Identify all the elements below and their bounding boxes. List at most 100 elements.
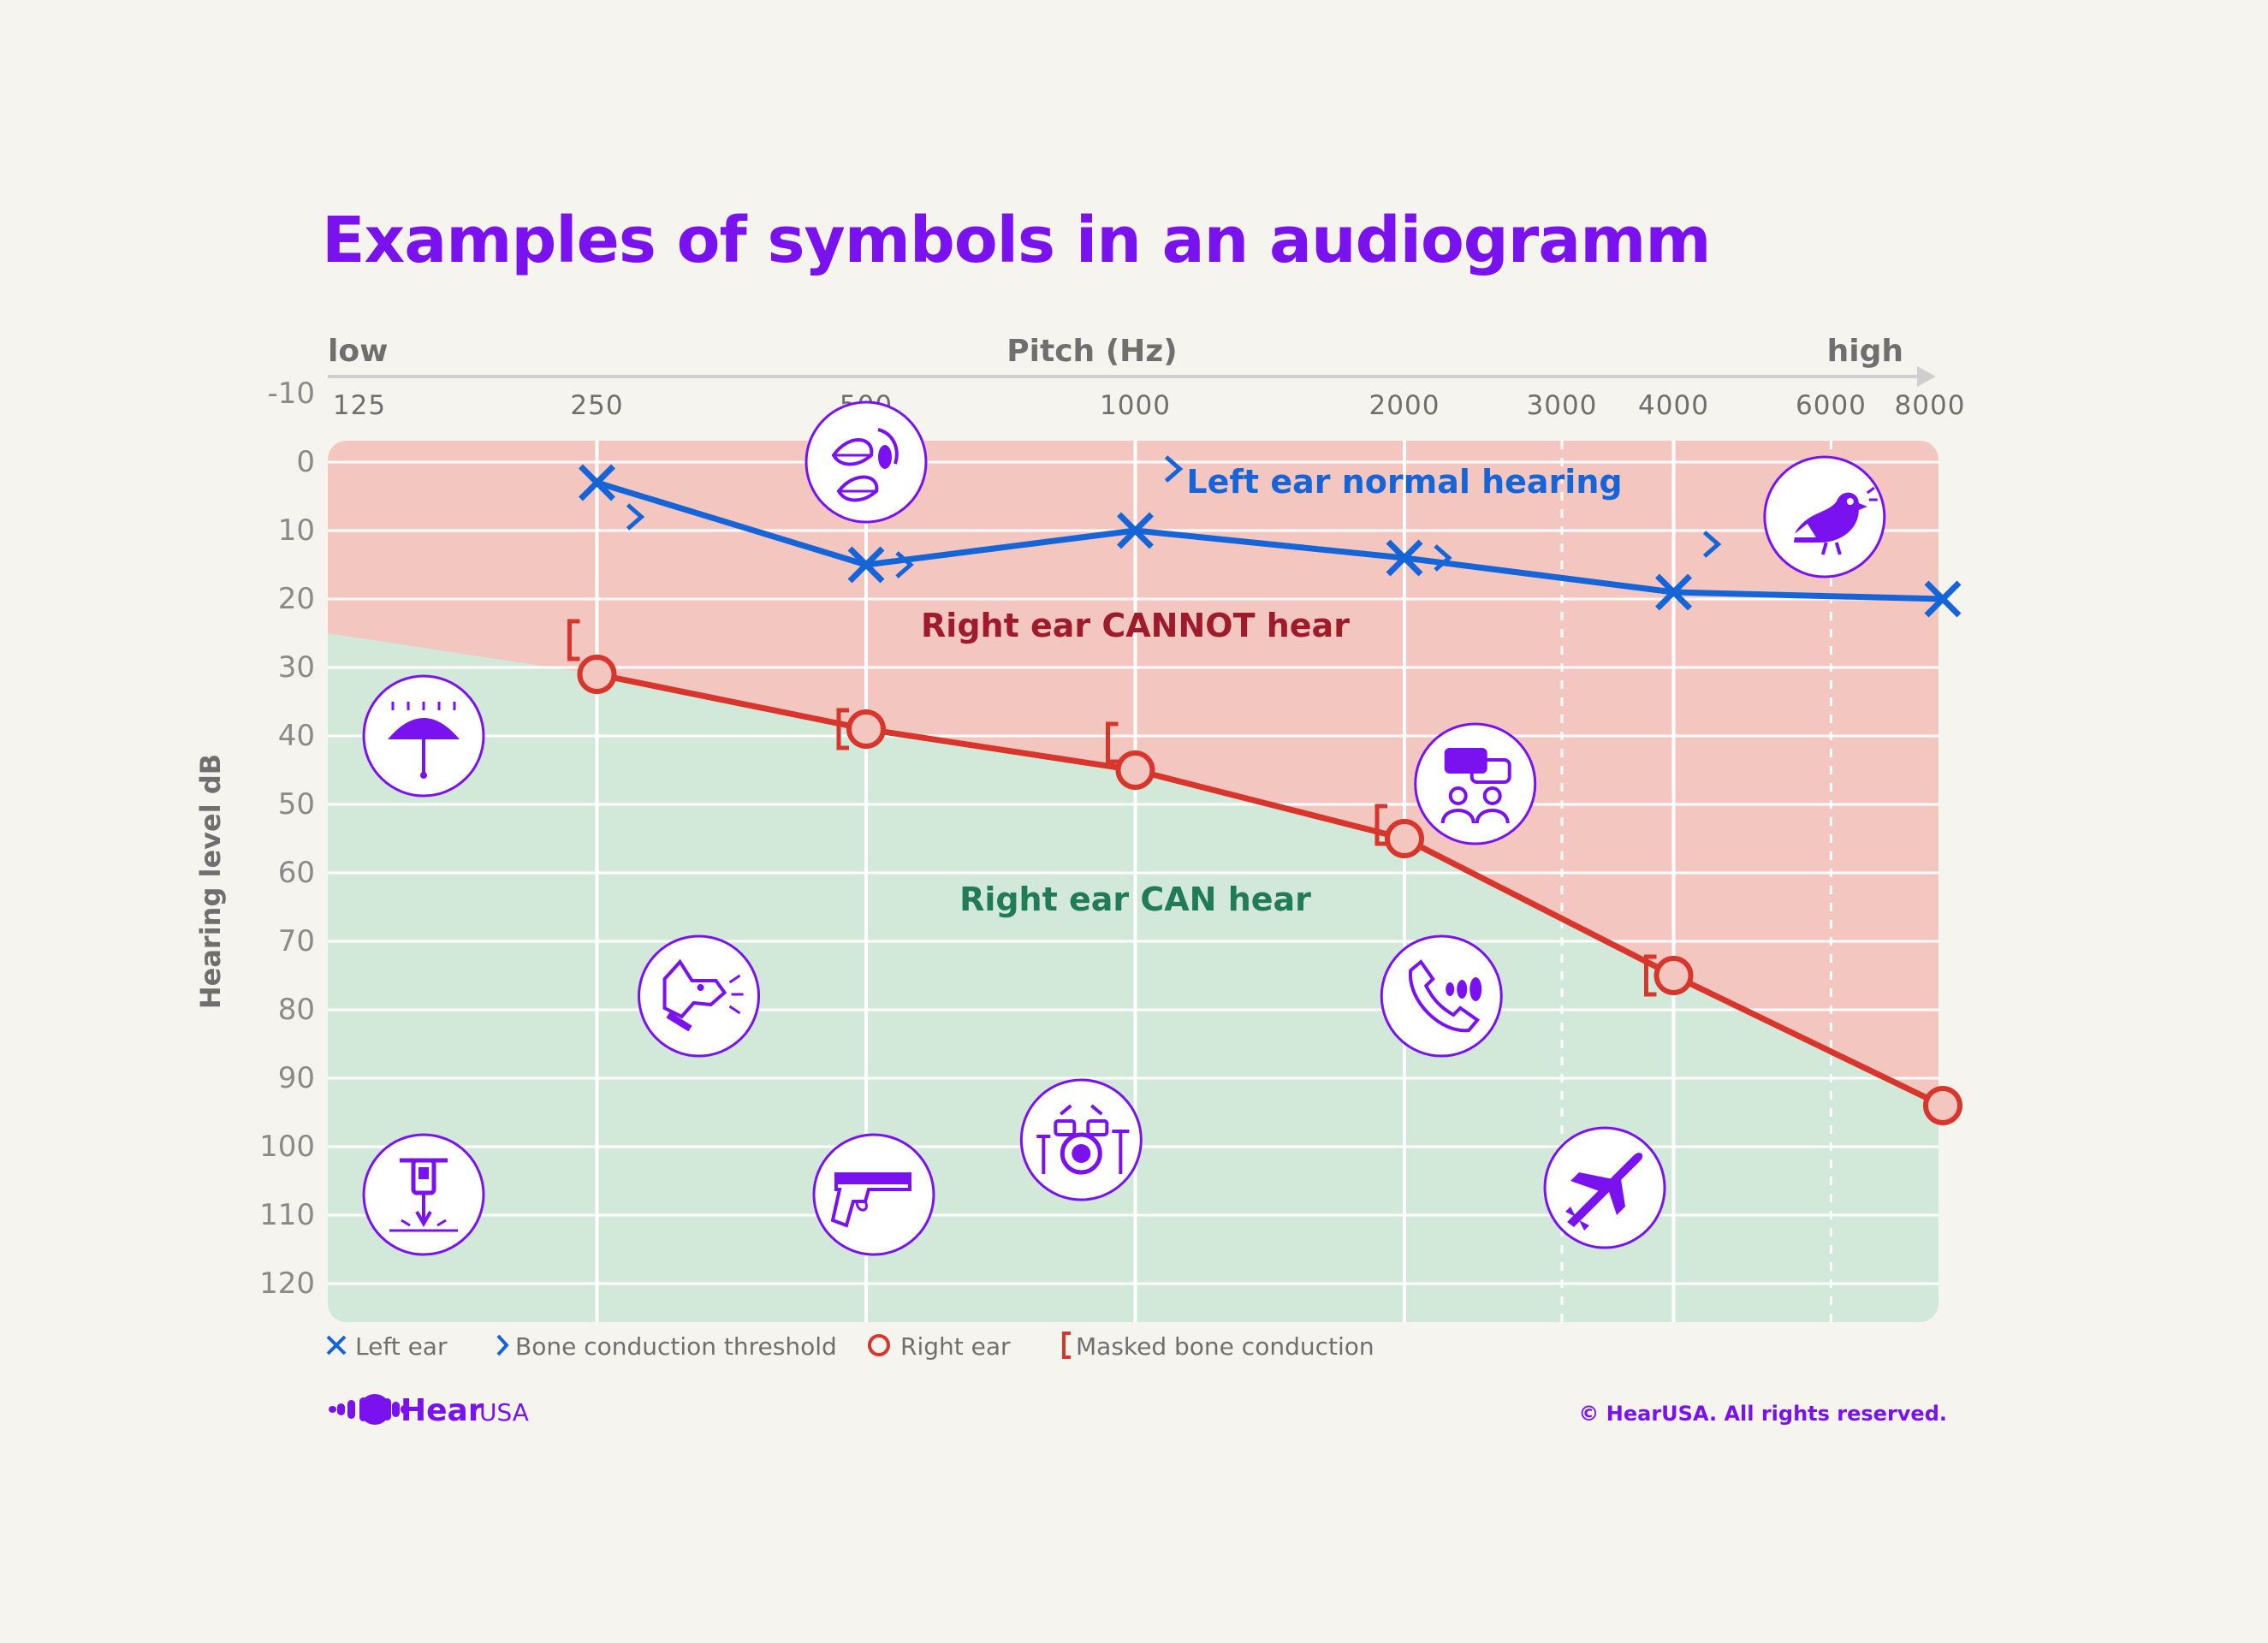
icon-badge (1380, 934, 1503, 1058)
x-axis-high-label: high (1827, 334, 1903, 369)
zone-annotation: Right ear CAN hear (959, 881, 1311, 918)
bird-legs (1820, 542, 1842, 555)
jackhammer-icon (362, 1133, 485, 1256)
x-axis-arrow-head (1917, 366, 1936, 387)
series-bone-conduction-threshold (626, 455, 1722, 578)
phone-handset (1409, 959, 1481, 1033)
person-bodies (1440, 809, 1510, 824)
leaf (836, 475, 879, 502)
drum-kit-icon (1019, 1078, 1143, 1201)
copyright-text: © HearUSA. All rights reserved. (1578, 1402, 1947, 1426)
legend-label: Right ear (900, 1332, 1011, 1361)
pistol-slide (835, 1174, 910, 1184)
legend-symbol (868, 1334, 890, 1356)
legend-label: Bone conduction threshold (515, 1332, 837, 1361)
umbrella-tip (420, 772, 428, 779)
scene-icons (362, 400, 1886, 1256)
legend-label: Left ear (355, 1332, 448, 1361)
legend-symbol (1062, 1332, 1071, 1359)
series-left-ear (579, 464, 1962, 618)
x-tick-label: 8000 (1895, 390, 1966, 421)
y-tick-label: 110 (259, 1198, 315, 1232)
pistol-icon (812, 1133, 935, 1256)
logo-bar (337, 1403, 345, 1415)
left-ear-marker (847, 546, 885, 584)
logo-bar (401, 1405, 408, 1414)
bird-song (1866, 486, 1878, 501)
logo-bar (329, 1406, 336, 1413)
legend-label: Masked bone conduction (1076, 1332, 1374, 1361)
x-axis-low-label: low (328, 334, 388, 369)
logo-bar (347, 1400, 355, 1419)
person-head (1448, 786, 1468, 805)
right-ear-marker (1923, 1086, 1962, 1125)
legend: Left ear Bone conduction threshold Right e… (326, 1332, 1374, 1361)
right-ear-marker (1654, 956, 1694, 995)
x-tick-label: 125 (333, 390, 386, 421)
y-tick-label: 0 (296, 445, 315, 479)
masked-bone-marker (1106, 721, 1119, 764)
icon-badge (638, 934, 761, 1058)
bird-wing (1790, 524, 1816, 537)
series-masked-bone-conduction (567, 619, 1657, 997)
left-ear-marker (1924, 580, 1962, 618)
tom-drum (1054, 1119, 1077, 1136)
left-ear-marker (1117, 512, 1154, 549)
bone-conduction-marker (1702, 531, 1722, 558)
y-tick-label: 100 (259, 1130, 315, 1164)
conversation-icon (1414, 722, 1537, 845)
legend-item: Left ear (326, 1332, 448, 1361)
icon-badge (1019, 1078, 1143, 1201)
falling-leaves-icon (804, 400, 928, 524)
bird-eye (1846, 498, 1854, 505)
brand-suffix: USA (479, 1398, 529, 1427)
bone-conduction-marker (626, 503, 645, 531)
bass-drum (1060, 1132, 1102, 1175)
dog-head (662, 958, 727, 1019)
right-ear-marker (846, 709, 886, 749)
left-ear-marker (579, 464, 615, 501)
bone-conduction-marker (1164, 455, 1184, 483)
brand-name: Hear (401, 1393, 484, 1428)
masked-bone-marker (1644, 954, 1657, 997)
x-tick-label: 1000 (1100, 390, 1171, 421)
legend-item: Masked bone conduction (1062, 1332, 1374, 1361)
tom-drum (1086, 1119, 1109, 1136)
right-ear-marker (1115, 750, 1155, 790)
x-tick-label: 6000 (1796, 390, 1867, 421)
y-tick-label: 120 (259, 1266, 315, 1301)
ring-dot (1469, 977, 1482, 1001)
umbrella-canopy (388, 718, 460, 739)
speech-bubble (1469, 758, 1511, 784)
jackhammer-bit (415, 1193, 432, 1228)
ring-dot (1457, 980, 1468, 999)
bone-conduction-marker (1434, 544, 1452, 572)
series-right-ear (577, 655, 1962, 1125)
y-tick-label: 50 (278, 787, 315, 822)
bird-body (1793, 492, 1867, 543)
wind-stroke (877, 428, 899, 465)
phone-ringing-icon (1380, 934, 1503, 1058)
x-tick-label: 250 (570, 390, 623, 421)
plane-fuselage (1567, 1153, 1643, 1227)
masked-bone-marker (1374, 804, 1387, 846)
plane-wing (1606, 1174, 1626, 1215)
x-tick-label: 3000 (1527, 390, 1598, 421)
legend-item: Right ear (868, 1332, 1011, 1361)
y-tick-label: 30 (278, 650, 315, 685)
airplane-icon (1543, 1126, 1666, 1249)
x-tick-label: 4000 (1638, 390, 1709, 421)
zone-annotation: Left ear normal hearing (1186, 463, 1622, 501)
cymbals-and-sticks (1036, 1104, 1130, 1174)
x-axis-title: Pitch (Hz) (1006, 334, 1177, 369)
icon-badge (1414, 722, 1537, 845)
bone-conduction-marker (895, 551, 914, 578)
y-tick-label: 80 (278, 993, 315, 1027)
pistol-trigger (855, 1201, 868, 1212)
series-line (596, 671, 1944, 1109)
y-tick-label: 70 (278, 924, 315, 958)
ground-lines (389, 1219, 459, 1232)
icon-badge (812, 1133, 935, 1256)
jackhammer-motor (419, 1167, 430, 1179)
